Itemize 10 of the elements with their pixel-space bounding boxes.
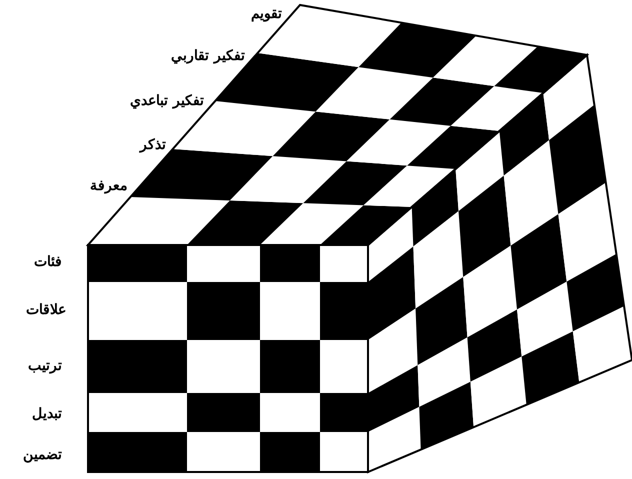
operation-label: تفكير تقاربي — [171, 49, 245, 63]
operation-label: تقويم — [251, 7, 282, 21]
operation-label: تفكير تباعدي — [130, 94, 204, 108]
operation-label: تذكر — [140, 138, 166, 152]
product-label: تبديل — [32, 407, 62, 421]
product-label: فئات — [34, 255, 62, 269]
operation-label: معرفة — [90, 179, 128, 193]
product-label: تضمين — [23, 448, 62, 462]
product-label: علاقات — [26, 303, 66, 317]
product-label: ترتيب — [28, 359, 62, 373]
